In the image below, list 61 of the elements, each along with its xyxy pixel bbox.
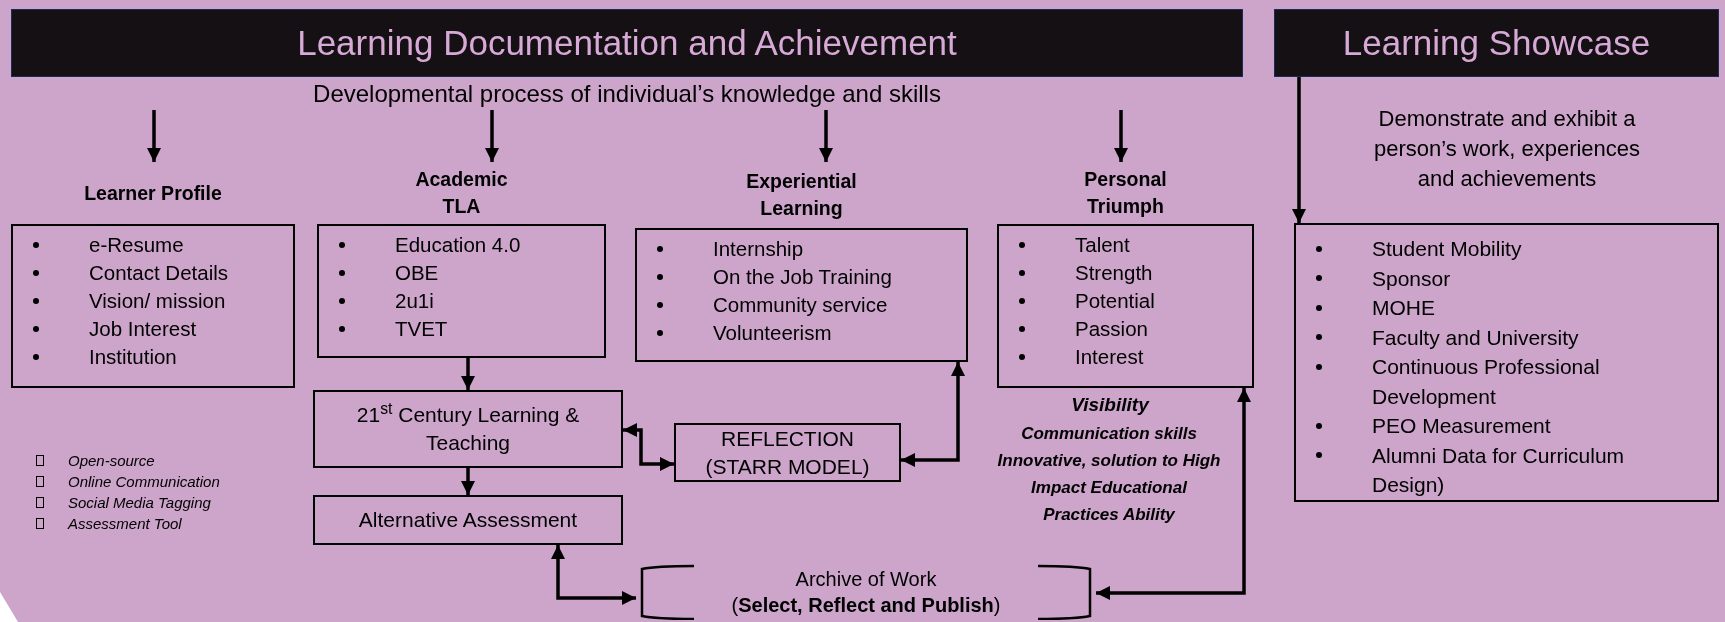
- list-item: Volunteerism: [713, 321, 832, 344]
- header-title: Learning Documentation and Achievement: [297, 21, 957, 64]
- note-text: Visibility: [1071, 394, 1149, 415]
- arrow: [1096, 388, 1251, 600]
- list-item: Vision/ mission: [89, 289, 226, 312]
- arrow: [461, 468, 475, 495]
- list-item: Strength: [1075, 261, 1153, 284]
- list-item: On the Job Training: [713, 265, 892, 288]
- list-item: e-Resume: [89, 233, 184, 256]
- list-item: Student Mobility: [1372, 237, 1522, 260]
- header-title: Learning Showcase: [1342, 21, 1651, 64]
- arrow: [551, 545, 636, 605]
- column-heading: Academic TLA: [415, 168, 508, 217]
- column-heading: Personal Triumph: [1084, 168, 1167, 217]
- list-item: Institution: [89, 345, 177, 368]
- column-heading: Learner Profile: [84, 181, 222, 204]
- list-item: PEO Measurement: [1372, 414, 1551, 437]
- arrow: [819, 110, 833, 162]
- process-box: [313, 495, 623, 545]
- list-item: Sponsor: [1372, 266, 1451, 290]
- note-text: Social Media Tagging: [68, 493, 211, 513]
- arrow: [1114, 110, 1128, 162]
- note-text: Assessment Tool: [68, 514, 182, 534]
- list-item: Job Interest: [89, 317, 197, 340]
- box-text: REFLECTION (STARR MODEL): [705, 426, 870, 478]
- arrow: [623, 423, 674, 471]
- list-item: Potential: [1075, 289, 1155, 312]
- list-item: Faculty and University: [1372, 325, 1579, 349]
- arrow: [1292, 77, 1306, 223]
- box-text: 21$^{st}$ Century Learning & Teaching: [356, 403, 580, 454]
- header-bar: [11, 9, 1243, 77]
- list-item: 2u1i: [395, 289, 434, 312]
- list-item: TVET: [395, 317, 448, 340]
- list-item: OBE: [395, 261, 439, 284]
- note-text: Open-source: [68, 451, 155, 471]
- process-box: [674, 423, 901, 482]
- list-item: Contact Details: [89, 261, 228, 284]
- list-item: Interest: [1075, 345, 1144, 368]
- subtitle: Developmental process of individual’s knowledge and skills: [313, 79, 941, 107]
- note-text: Online Communication: [68, 472, 220, 492]
- arrow: [485, 110, 499, 162]
- arrow: [901, 362, 965, 467]
- process-box: [313, 390, 623, 468]
- box-text: (Select, Reflect and Publish): [731, 592, 1001, 618]
- arrow: [461, 358, 475, 390]
- note-text: Demonstrate and exhibit a person’s work, experiences and achievements: [1372, 105, 1642, 193]
- list-item: Continuous Professional Development: [1372, 355, 1600, 408]
- list-item: Community service: [713, 293, 888, 316]
- list-item: Education 4.0: [395, 233, 521, 256]
- list-item: Internship: [713, 237, 804, 260]
- arrow: [147, 110, 161, 162]
- box-text: Alternative Assessment: [358, 508, 578, 531]
- note-text: Communication skills Innovative, solution to High Impact Educational Practices Ability: [997, 424, 1221, 524]
- list-item: Alumni Data for Curriculum Design): [1372, 443, 1625, 496]
- header-bar: [1274, 9, 1719, 77]
- list-item: Passion: [1075, 317, 1148, 340]
- list-item: MOHE: [1372, 296, 1435, 319]
- list-panel: [1294, 223, 1719, 502]
- box-text: Archive of Work: [795, 566, 937, 592]
- list-item: Talent: [1075, 233, 1130, 256]
- column-heading: Experiential Learning: [746, 170, 857, 219]
